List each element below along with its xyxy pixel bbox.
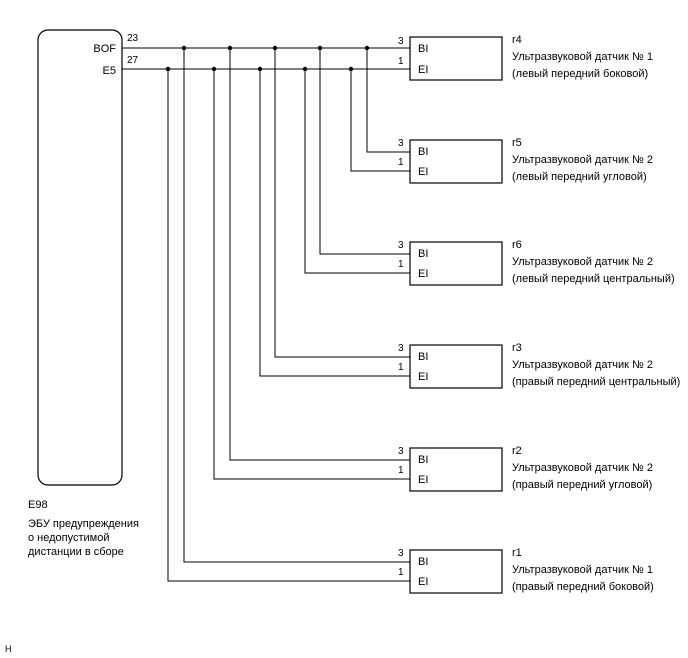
sensor-name: Ультразвуковой датчик № 2: [512, 359, 653, 371]
sensor-bi-label: BI: [418, 556, 428, 568]
ecu-terminal-e5-label: E5: [103, 65, 116, 77]
footer-mark: H: [5, 644, 12, 654]
ecu-caption-line-2: о недопустимой: [28, 532, 110, 544]
sensor-pin-bi: 3: [398, 138, 404, 149]
ecu-caption-line-3: дистанции в сборе: [28, 546, 124, 558]
ei-branch-wire: [350, 69, 410, 172]
sensor-id: r2: [512, 445, 522, 457]
ecu-pin-23: 23: [127, 33, 139, 44]
junction-dot: [364, 45, 370, 51]
sensor-position: (правый передний боковой): [512, 581, 654, 593]
sensor-box: [409, 241, 503, 286]
sensor-ei-label: EI: [418, 576, 428, 588]
sensor-name: Ультразвуковой датчик № 2: [512, 462, 653, 474]
bi-branch-wire: [366, 48, 410, 153]
sensor-r5: BI EI 3 1 r5 Ультразвуковой датчик № 2 (…: [350, 48, 653, 184]
sensor-box: [409, 447, 503, 492]
ecu-id: E98: [28, 499, 48, 511]
sensor-r6: BI EI 3 1 r6 Ультразвуковой датчик № 2 (…: [304, 48, 675, 286]
sensor-bi-label: BI: [418, 351, 428, 363]
junction-dot: [165, 66, 171, 72]
sensor-pin-ei: 1: [398, 56, 404, 67]
sensor-id: r5: [512, 137, 522, 149]
sensor-position: (левый передний боковой): [512, 68, 648, 80]
ecu-box: [37, 29, 123, 486]
sensor-pin-ei: 1: [398, 157, 404, 168]
junction-dots: [165, 45, 370, 72]
sensor-position: (левый передний центральный): [512, 273, 675, 285]
ecu-block: BOF E5 23 27 E98 ЭБУ предупреждения о не…: [28, 29, 139, 558]
sensor-name: Ультразвуковой датчик № 2: [512, 256, 653, 268]
sensor-ei-label: EI: [418, 64, 428, 76]
sensor-bi-label: BI: [418, 146, 428, 158]
sensor-box: [409, 549, 503, 594]
sensor-ei-label: EI: [418, 166, 428, 178]
sensor-pin-bi: 3: [398, 36, 404, 47]
bi-branch-wire: [229, 48, 410, 461]
sensor-pin-bi: 3: [398, 446, 404, 457]
sensor-name: Ультразвуковой датчик № 1: [512, 51, 653, 63]
sensor-ei-label: EI: [418, 371, 428, 383]
sensor-name: Ультразвуковой датчик № 1: [512, 564, 653, 576]
sensor-position: (левый передний угловой): [512, 171, 647, 183]
sensor-id: r3: [512, 342, 522, 354]
sensor-name: Ультразвуковой датчик № 2: [512, 154, 653, 166]
sensor-ei-label: EI: [418, 474, 428, 486]
sensor-bi-label: BI: [418, 248, 428, 260]
sensor-r3: BI EI 3 1 r3 Ультразвуковой датчик № 2 (…: [259, 48, 680, 389]
ecu-caption-line-1: ЭБУ предупреждения: [28, 518, 139, 530]
sensor-pin-ei: 1: [398, 465, 404, 476]
bi-branch-wire: [274, 48, 410, 358]
sensor-r4: BI EI 3 1 r4 Ультразвуковой датчик № 1 (…: [398, 34, 653, 81]
bi-branch-wire: [319, 48, 410, 255]
sensor-pin-bi: 3: [398, 548, 404, 559]
sensor-box: [409, 344, 503, 389]
sensor-pin-ei: 1: [398, 362, 404, 373]
ei-branch-wire: [304, 69, 410, 274]
sensor-r1: BI EI 3 1 r1 Ультразвуковой датчик № 1 (…: [167, 48, 654, 594]
sensor-id: r6: [512, 239, 522, 251]
sensor-position: (правый передний угловой): [512, 479, 652, 491]
junction-dot: [257, 66, 263, 72]
junction-dot: [181, 45, 187, 51]
sensor-pin-bi: 3: [398, 343, 404, 354]
sensor-id: r1: [512, 547, 522, 559]
ecu-terminal-bof-label: BOF: [93, 43, 116, 55]
junction-dot: [227, 45, 233, 51]
ecu-pin-27: 27: [127, 55, 139, 66]
sensor-box: [409, 36, 503, 81]
sensor-position: (правый передний центральный): [512, 376, 680, 388]
ei-branch-wire: [167, 69, 410, 582]
sensor-id: r4: [512, 34, 522, 46]
junction-dot: [317, 45, 323, 51]
sensor-bi-label: BI: [418, 454, 428, 466]
sensor-bi-label: BI: [418, 43, 428, 55]
sensor-pin-ei: 1: [398, 259, 404, 270]
sensor-r2: BI EI 3 1 r2 Ультразвуковой датчик № 2 (…: [213, 48, 653, 492]
sensor-pin-bi: 3: [398, 240, 404, 251]
junction-dot: [348, 66, 354, 72]
junction-dot: [302, 66, 308, 72]
sensor-ei-label: EI: [418, 268, 428, 280]
ei-branch-wire: [259, 69, 410, 377]
ei-branch-wire: [213, 69, 410, 480]
junction-dot: [272, 45, 278, 51]
bi-branch-wire: [183, 48, 410, 563]
sensor-box: [409, 139, 503, 184]
junction-dot: [211, 66, 217, 72]
sensor-pin-ei: 1: [398, 567, 404, 578]
